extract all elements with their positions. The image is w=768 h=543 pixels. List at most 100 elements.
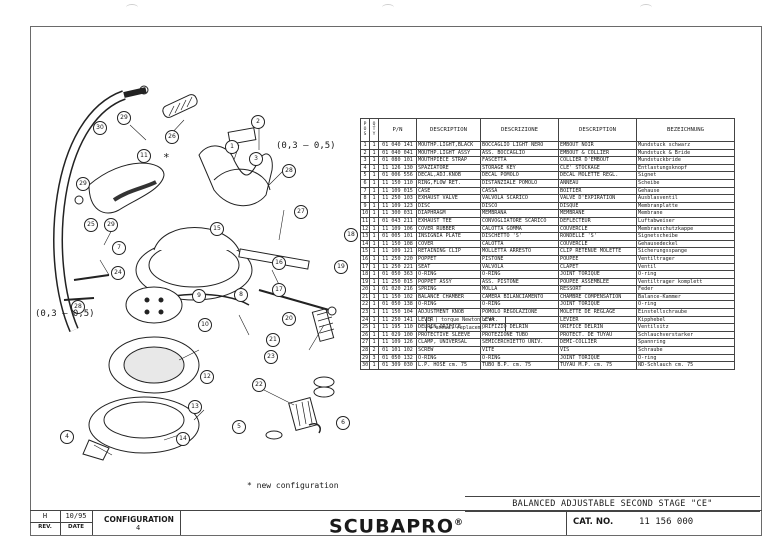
configuration-value: 4 [136, 524, 141, 532]
table-cell-en: CASE [416, 186, 481, 196]
configuration-label: CONFIGURATION [104, 515, 174, 524]
o-ring [265, 430, 283, 440]
table-cell-pos: 8 [360, 194, 370, 203]
callout-13: 13 [188, 400, 202, 414]
torque-range-note: (0,3 – 0,5) [35, 309, 95, 319]
table-cell-en: COVER RUBBER [416, 224, 481, 234]
table-cell-it: PISTONE [480, 254, 559, 264]
revision-cell: H REV. [30, 511, 61, 535]
table-cell-pn: 11 150 110 [378, 178, 417, 188]
scan-mark [640, 4, 652, 11]
table-cell-en: EXHAUST VALVE [416, 194, 481, 203]
table-cell-qty: 1 [369, 224, 379, 234]
table-cell-pn: 01 006 556 [378, 171, 417, 180]
table-cell-it: PROTEZIONE TUBO [480, 330, 559, 340]
col-header-descrizione: DESCRIZIONE [480, 118, 559, 142]
table-cell-pos: 23 [360, 308, 370, 317]
table-cell-it: CONVOGLIATORE SCARICO [480, 216, 559, 226]
date-value: 10/95 [65, 512, 87, 520]
table-cell-pos: 26 [360, 330, 370, 340]
callout-15: 15 [210, 222, 224, 236]
table-cell-de: Einstellschraube [636, 308, 735, 317]
table-cell-fr: DEMI-COLLIER [558, 338, 637, 348]
table-cell-qty: 1 [369, 201, 379, 211]
legend-torque: ( ) torque Newton x mt. [429, 317, 499, 323]
o-ring [139, 85, 149, 95]
table-cell-de: Ventilsitz [636, 323, 735, 332]
table-cell-pos: 18 [360, 270, 370, 279]
callout-21: 21 [266, 333, 280, 347]
callout-2: 2 [251, 115, 265, 129]
table-cell-de: O-ring [636, 353, 735, 363]
callout-29c: 29 [104, 218, 118, 232]
table-cell-qty: 1 [369, 330, 379, 340]
callout-8: 8 [234, 288, 248, 302]
table-cell-pos: 7 [360, 186, 370, 196]
table-cell-it: MOLLA [480, 285, 559, 294]
col-header-bezeichnung: BEZEICHNUNG [636, 118, 735, 142]
callout-22: 22 [252, 378, 266, 392]
callout-20: 20 [282, 312, 296, 326]
table-cell-en: DECAL,ADJ.KNOB [416, 171, 481, 180]
table-cell-pos: 30 [360, 361, 370, 370]
table-cell-qty: 1 [369, 270, 379, 279]
table-cell-en: SEAT [416, 262, 481, 272]
table-cell-fr: JOINT TORIQUE [558, 270, 637, 279]
torque-range-note: (0,3 – 0,5) [276, 141, 336, 151]
table-cell-pn: 11 150 102 [378, 292, 417, 302]
table-cell-de: Signet [636, 171, 735, 180]
table-cell-qty: 1 [369, 315, 379, 325]
title-block: H REV. 10/95 DATE CONFIGURATION 4 SCUBAP… [30, 510, 762, 537]
table-cell-pn: 11 109 121 [378, 247, 417, 256]
table-cell-pn: 11 150 104 [378, 308, 417, 317]
table-cell-pn: 11 029 100 [378, 330, 417, 340]
table-legend: ( ) torque Newton x mt. ⊕ annual replace… [426, 316, 506, 332]
table-cell-fr: POUPEE ASSEMBLEE [558, 277, 637, 287]
table-cell-fr: TUYAU M.P. cm. 75 [558, 361, 637, 370]
date-cell: 10/95 DATE [60, 511, 93, 535]
callout-6: 6 [336, 416, 350, 430]
table-cell-pos: 27 [360, 338, 370, 348]
table-cell-pos: 14 [360, 239, 370, 249]
table-cell-fr: ORIFICE DELRIN [558, 323, 637, 332]
table-cell-fr: CLAPET [558, 262, 637, 272]
table-cell-en: SPAZIATORE [416, 163, 481, 173]
table-cell-de: Ventil [636, 262, 735, 272]
table-cell-de: Kipphebel [636, 315, 735, 325]
table-cell-en: EXHAUST TEE [416, 216, 481, 226]
table-cell-qty: 1 [369, 186, 379, 196]
drawing-frame [30, 26, 762, 536]
configuration-cell: CONFIGURATION 4 [92, 511, 181, 535]
callout-4: 4 [60, 430, 74, 444]
table-cell-pos: 15 [360, 247, 370, 256]
table-cell-pn: 11 195 110 [378, 323, 417, 332]
table-cell-qty: 1 [369, 239, 379, 249]
table-cell-pn: 11 250 103 [378, 194, 417, 203]
table-cell-fr: MOLETTE DE REGLAGE [558, 308, 637, 317]
table-cell-it: TUBO B.P. cm. 75 [480, 361, 559, 370]
table-cell-it: VALVOLA SCARICO [480, 194, 559, 203]
table-cell-de: Gehause [636, 186, 735, 196]
table-cell-pn: 11 109 126 [378, 338, 417, 348]
table-cell-fr: MEMBRANE [558, 209, 637, 218]
table-cell-de: Ventiltrager [636, 254, 735, 264]
table-cell-de: Entlastungsknopf [636, 163, 735, 173]
o-ring [74, 195, 84, 205]
table-cell-qty: 1 [369, 277, 379, 287]
callout-19: 19 [334, 260, 348, 274]
table-cell-qty: 1 [369, 148, 379, 158]
table-cell-qty: 1 [369, 247, 379, 256]
table-cell-pos: 10 [360, 209, 370, 218]
table-cell-pos: 12 [360, 224, 370, 234]
callout-9: 9 [192, 289, 206, 303]
table-cell-de: ND-Schlauch cm. 75 [636, 361, 735, 370]
